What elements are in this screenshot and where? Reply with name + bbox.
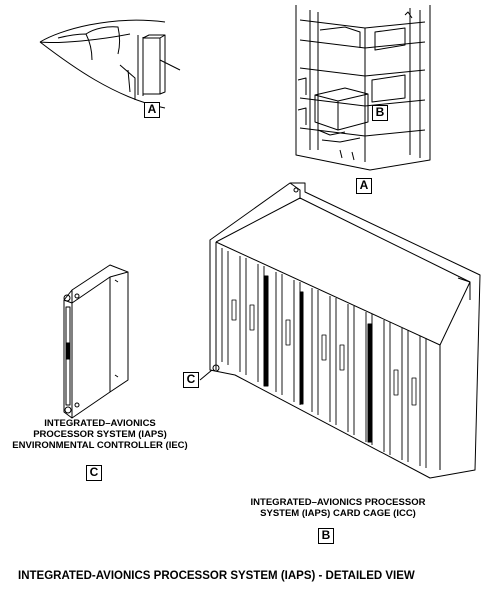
icc-cage-drawing <box>209 182 481 479</box>
icc-caption: INTEGRATED–AVIONICS PROCESSOR SYSTEM (IA… <box>250 497 426 519</box>
callout-a-nose: A <box>144 102 160 118</box>
callout-b-bay: B <box>372 105 388 121</box>
avionics-bay-drawing <box>295 5 431 171</box>
iec-caption: INTEGRATED–AVIONICS PROCESSOR SYSTEM (IA… <box>12 418 188 451</box>
leader-line-c <box>199 369 213 381</box>
callout-c-view: C <box>86 465 102 481</box>
orbiter-nose-drawing <box>39 19 181 109</box>
callout-a-view: A <box>356 178 372 194</box>
page-title: INTEGRATED-AVIONICS PROCESSOR SYSTEM (IA… <box>18 570 415 582</box>
callout-b-view: B <box>318 528 334 544</box>
callout-c-pointer: C <box>183 372 199 388</box>
iec-unit-drawing <box>63 264 129 419</box>
